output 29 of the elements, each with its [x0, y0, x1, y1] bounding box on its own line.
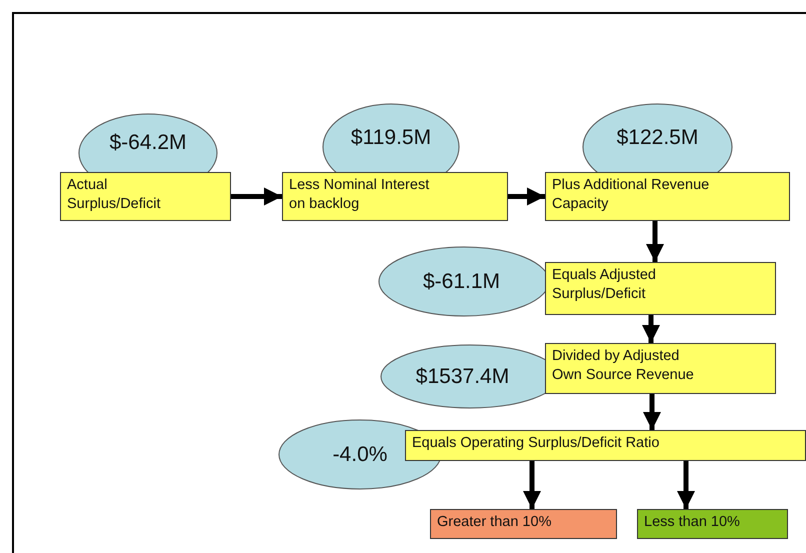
value-label: $-64.2M	[109, 130, 187, 154]
step-label: Equals Adjusted Surplus/Deficit	[552, 266, 657, 304]
step-box	[545, 343, 776, 394]
value-label: $122.5M	[616, 126, 698, 150]
arrow	[231, 188, 282, 206]
step-box	[637, 509, 788, 539]
step-label: Less Nominal Interest on backlog	[289, 176, 430, 214]
arrow	[677, 461, 695, 509]
step-label: Equals Operating Surplus/Deficit Ratio	[412, 434, 660, 453]
step-label: Less than 10%	[644, 513, 741, 532]
value-label: $-61.1M	[422, 270, 500, 294]
value-label: -4.0%	[332, 442, 388, 466]
step-label: Greater than 10%	[437, 513, 552, 532]
arrow	[508, 188, 545, 206]
arrow	[523, 461, 541, 509]
step-label: Plus Additional Revenue Capacity	[552, 176, 710, 214]
step-label: Actual Surplus/Deficit	[67, 176, 162, 214]
step-box	[430, 509, 617, 539]
step-box	[405, 430, 806, 461]
arrow	[643, 394, 661, 430]
step-box	[282, 172, 508, 221]
step-box	[545, 262, 776, 315]
arrow	[642, 315, 660, 343]
step-box	[60, 172, 231, 221]
value-label: $119.5M	[350, 126, 432, 150]
arrow	[646, 221, 664, 262]
value-label: $1537.4M	[416, 364, 510, 388]
step-label: Divided by Adjusted Own Source Revenue	[552, 347, 695, 385]
step-box	[545, 172, 790, 221]
